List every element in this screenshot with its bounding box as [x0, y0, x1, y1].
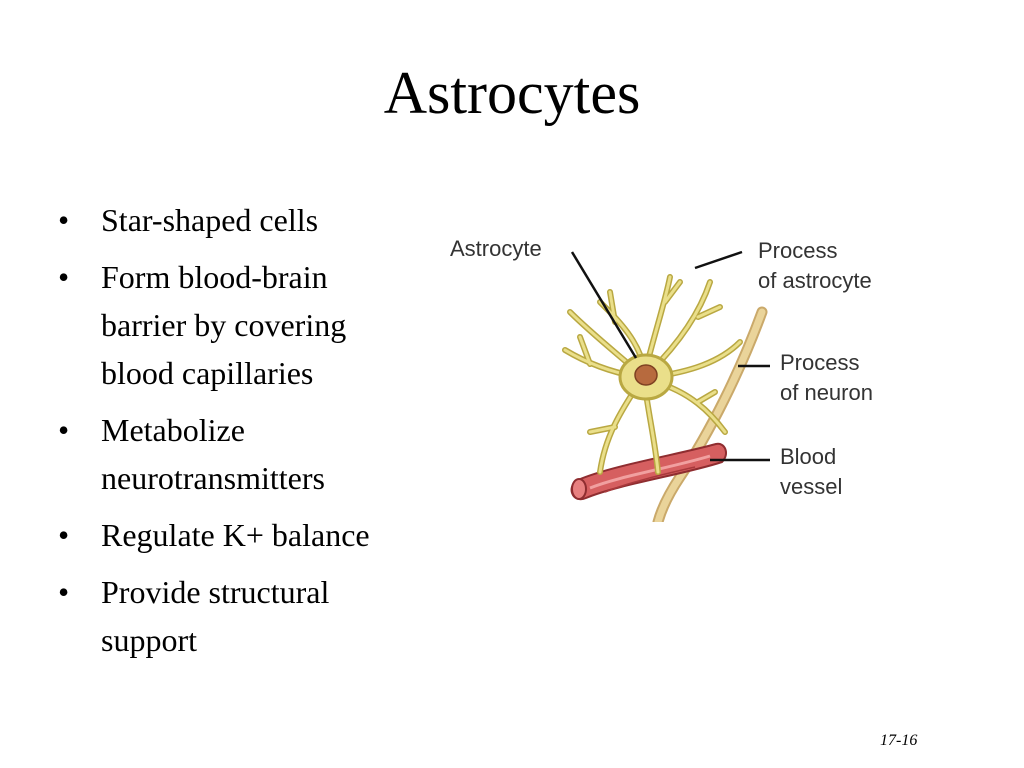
page-number: 17-16 [880, 732, 918, 749]
bullet-item: • Form blood-brain barrier by covering b… [58, 253, 448, 397]
bullet-marker: • [58, 259, 70, 295]
bullet-item: • Star-shaped cells [58, 196, 448, 244]
label-process-of-astrocyte: of astrocyte [758, 268, 872, 293]
slide-title: Astrocytes [383, 60, 641, 126]
bullet-item: • Provide structural support [58, 568, 448, 664]
bullet-text: barrier by covering [101, 307, 347, 343]
bullet-text: Form blood-brain [101, 259, 328, 295]
bullet-item: • Regulate K+ balance [58, 511, 448, 559]
bullet-item: • Metabolize neurotransmitters [58, 406, 448, 502]
bullet-text: neurotransmitters [101, 460, 325, 496]
pointer-lines [570, 250, 770, 462]
label-blood-vessel: vessel [780, 474, 842, 499]
bullet-text: support [101, 622, 197, 658]
bullet-marker: • [58, 202, 70, 238]
bullet-marker: • [58, 412, 70, 448]
bullet-text: Provide structural [101, 574, 330, 610]
blood-vessel [570, 442, 727, 501]
bullet-text: Metabolize [101, 412, 245, 448]
bullet-text: Regulate K+ balance [101, 517, 370, 553]
bullet-text: blood capillaries [101, 355, 314, 391]
label-blood-vessel: Blood [780, 444, 836, 469]
label-process-of-neuron: of neuron [780, 380, 873, 405]
bullet-marker: • [58, 517, 70, 553]
bullet-list: • Star-shaped cells • Form blood-brain b… [58, 196, 448, 673]
label-process-of-neuron: Process [780, 350, 859, 375]
label-process-of-astrocyte: Process [758, 238, 837, 263]
bullet-marker: • [58, 574, 70, 610]
astrocyte-diagram: Astrocyte Process of astrocyte Process o… [450, 236, 873, 522]
bullet-text: Star-shaped cells [101, 202, 319, 238]
astrocyte-illustration: Astrocyte Process of astrocyte Process o… [440, 222, 910, 522]
label-astrocyte: Astrocyte [450, 236, 542, 261]
astrocyte-nucleus [634, 364, 658, 386]
